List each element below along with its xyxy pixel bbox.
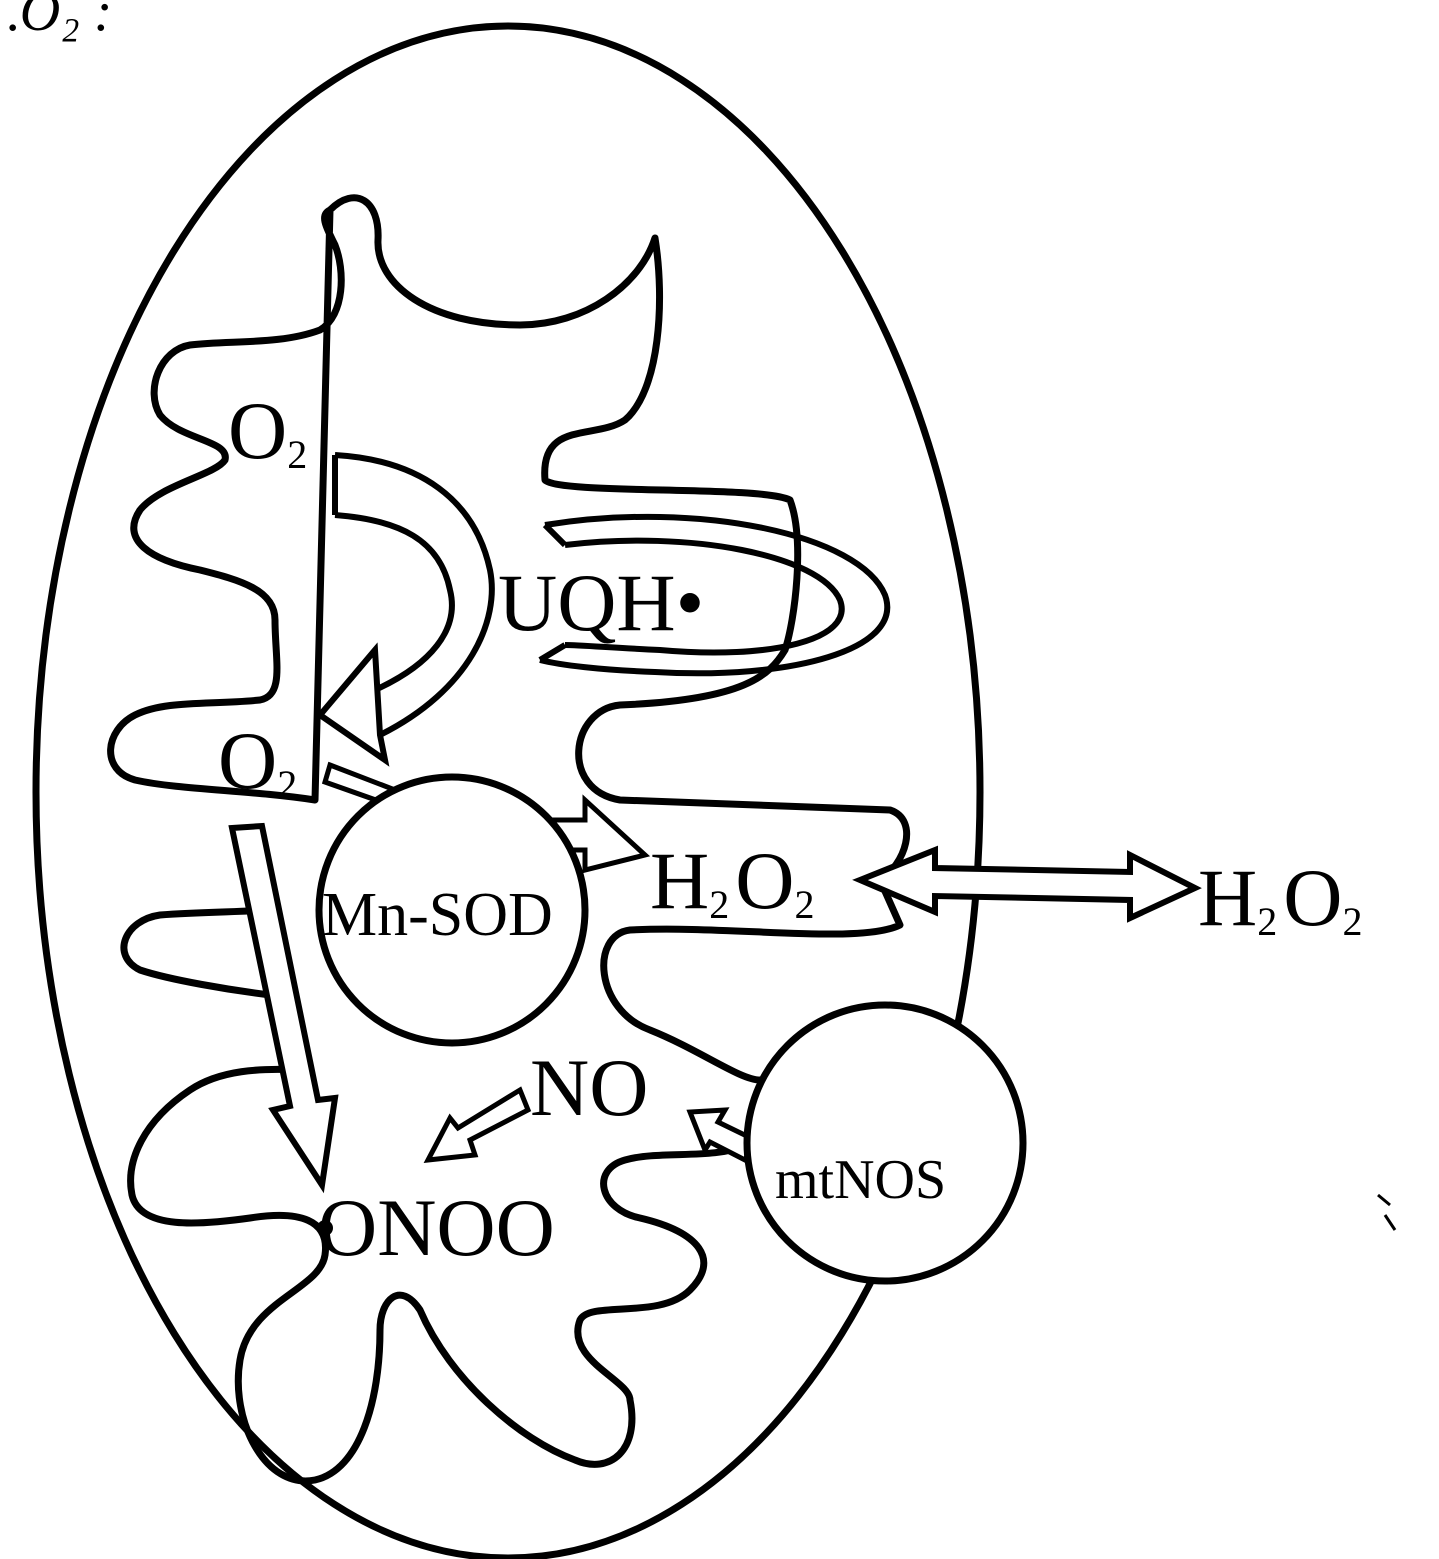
top-caption-fragment: …O₂ : [0,0,112,43]
h2o2-inner-label: H2O2 [650,835,814,927]
h2o2-exchange-arrow [860,850,1195,918]
o2-mid-label: O2 [218,715,297,807]
h2o2-outer-label: H2O2 [1198,852,1362,944]
no-label: NO [530,1042,648,1133]
mtnos-label: mtNOS [775,1149,946,1211]
onoo-label: ONOO [318,1182,555,1273]
o2-top-label: O2 [228,385,307,477]
reduction-arrow-head [320,650,385,760]
uqh-radical-label: UQH• [498,557,704,648]
margin-speck [1378,1195,1395,1230]
mtnos-circle [747,1005,1023,1281]
mn-sod-label: Mn-SOD [322,881,553,949]
no-to-onoo-arrow [428,1090,528,1160]
